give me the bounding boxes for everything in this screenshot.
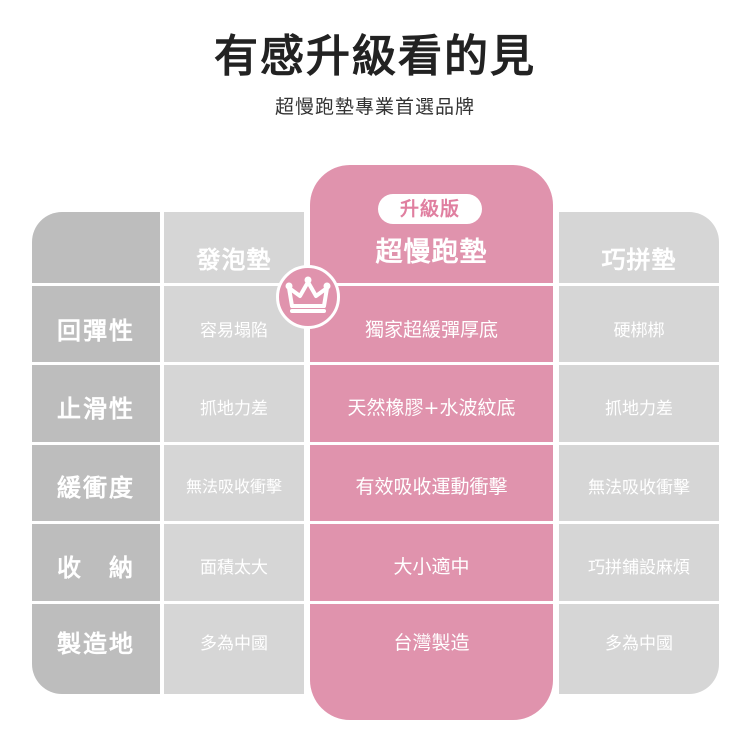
- page-title: 有感升級看的見: [214, 31, 536, 82]
- page-subtitle: 超慢跑墊專業首選品牌: [274, 96, 475, 118]
- row-label-grip: 止滑性: [57, 394, 135, 423]
- cell-brand-origin: 台灣製造: [393, 631, 470, 654]
- crown-icon: [276, 265, 340, 329]
- label-column: [32, 212, 160, 694]
- cell-foam-origin: 多為中國: [200, 633, 268, 654]
- cell-foam-storage: 面積太大: [200, 557, 268, 578]
- cell-foam-grip: 抓地力差: [200, 398, 268, 419]
- cell-brand-grip: 天然橡膠+水波紋底: [347, 396, 516, 419]
- cell-puzzle-rebound: 硬梆梆: [613, 320, 665, 341]
- header-puzzle: 巧拼墊: [601, 246, 677, 274]
- cell-puzzle-origin: 多為中國: [605, 633, 673, 654]
- cell-brand-storage: 大小適中: [393, 555, 470, 578]
- row-divider: [32, 521, 719, 524]
- row-label-rebound: 回彈性: [57, 316, 135, 345]
- row-divider: [32, 601, 719, 604]
- row-divider: [32, 362, 719, 365]
- cell-foam-cushion: 無法吸收衝擊: [185, 477, 282, 496]
- header-foam: 發泡墊: [196, 246, 272, 274]
- row-label-cushion: 緩衝度: [57, 473, 135, 502]
- row-label-origin: 製造地: [57, 629, 135, 658]
- cell-puzzle-cushion: 無法吸收衝擊: [588, 477, 690, 498]
- cell-puzzle-storage: 巧拼鋪設麻煩: [588, 557, 690, 578]
- upgrade-badge: 升級版: [378, 194, 482, 224]
- row-divider: [32, 442, 719, 445]
- row-label-storage: 收 納: [57, 553, 135, 582]
- cell-brand-rebound: 獨家超緩彈厚底: [364, 318, 498, 341]
- cell-puzzle-grip: 抓地力差: [605, 398, 673, 419]
- cell-foam-rebound: 容易塌陷: [200, 320, 268, 341]
- puzzle-column: [559, 212, 719, 694]
- header-brand: 超慢跑墊: [375, 237, 488, 268]
- cell-brand-cushion: 有效吸收運動衝擊: [355, 475, 508, 498]
- row-divider: [32, 283, 719, 286]
